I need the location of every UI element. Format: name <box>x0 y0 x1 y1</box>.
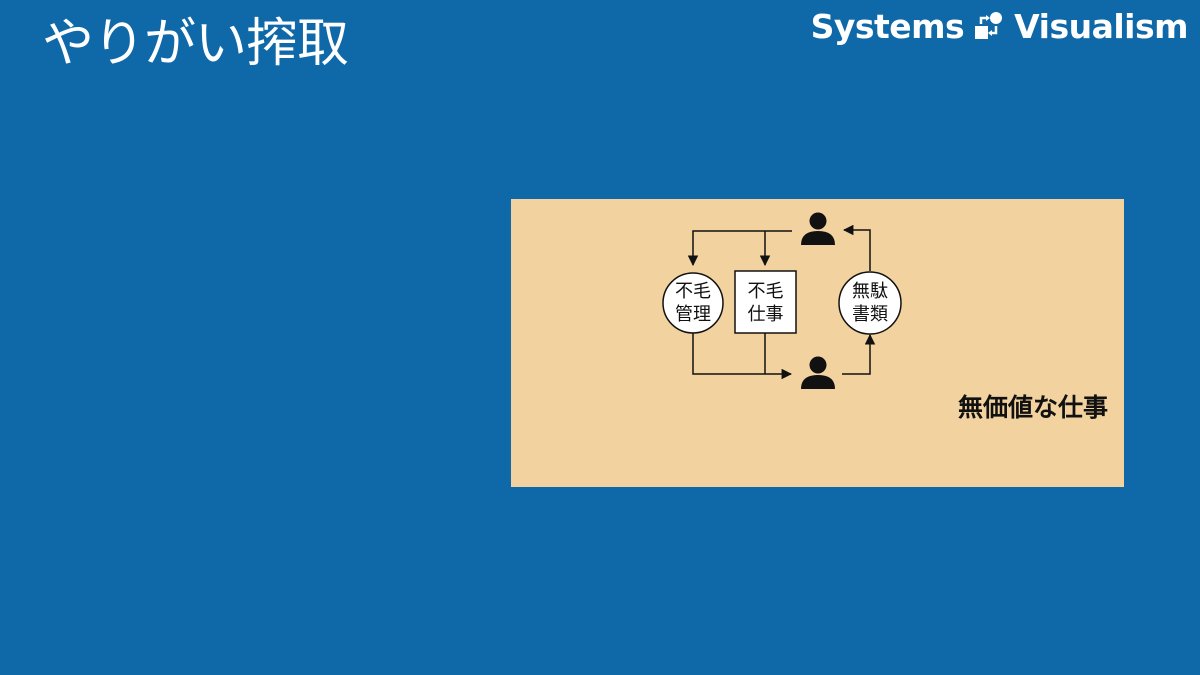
diagram-panel: 不毛 管理 不毛 仕事 無駄 書類 無価値な仕事 <box>511 199 1124 487</box>
node-useless-documents: 無駄 書類 <box>838 271 902 335</box>
slide-title: やりがい搾取 <box>42 14 349 74</box>
person-icon <box>801 356 835 389</box>
connector-top <box>687 230 792 267</box>
node-futile-management: 不毛 管理 <box>662 272 724 334</box>
brand-word-systems: Systems <box>810 6 965 46</box>
node-futile-work-line1: 不毛 <box>748 281 784 302</box>
panel-caption: 無価値な仕事 <box>957 393 1108 422</box>
person-icon <box>801 212 835 245</box>
node-useless-documents-line2: 書類 <box>852 304 888 325</box>
brand-word-visualism: Visualism <box>1014 6 1188 46</box>
systems-visualism-logo-icon <box>975 12 1003 39</box>
node-futile-management-line1: 不毛 <box>675 281 711 302</box>
node-futile-management-line2: 管理 <box>675 304 711 325</box>
connector-bottom <box>692 331 793 380</box>
node-futile-work: 不毛 仕事 <box>734 270 797 334</box>
node-futile-work-line2: 仕事 <box>748 304 784 325</box>
connector-right <box>842 224 876 375</box>
brand-logo-wordmark: Systems Visualism <box>810 6 1189 46</box>
futile-work-diagram: 不毛 管理 不毛 仕事 無駄 書類 <box>662 212 902 389</box>
node-useless-documents-line1: 無駄 <box>852 281 888 302</box>
